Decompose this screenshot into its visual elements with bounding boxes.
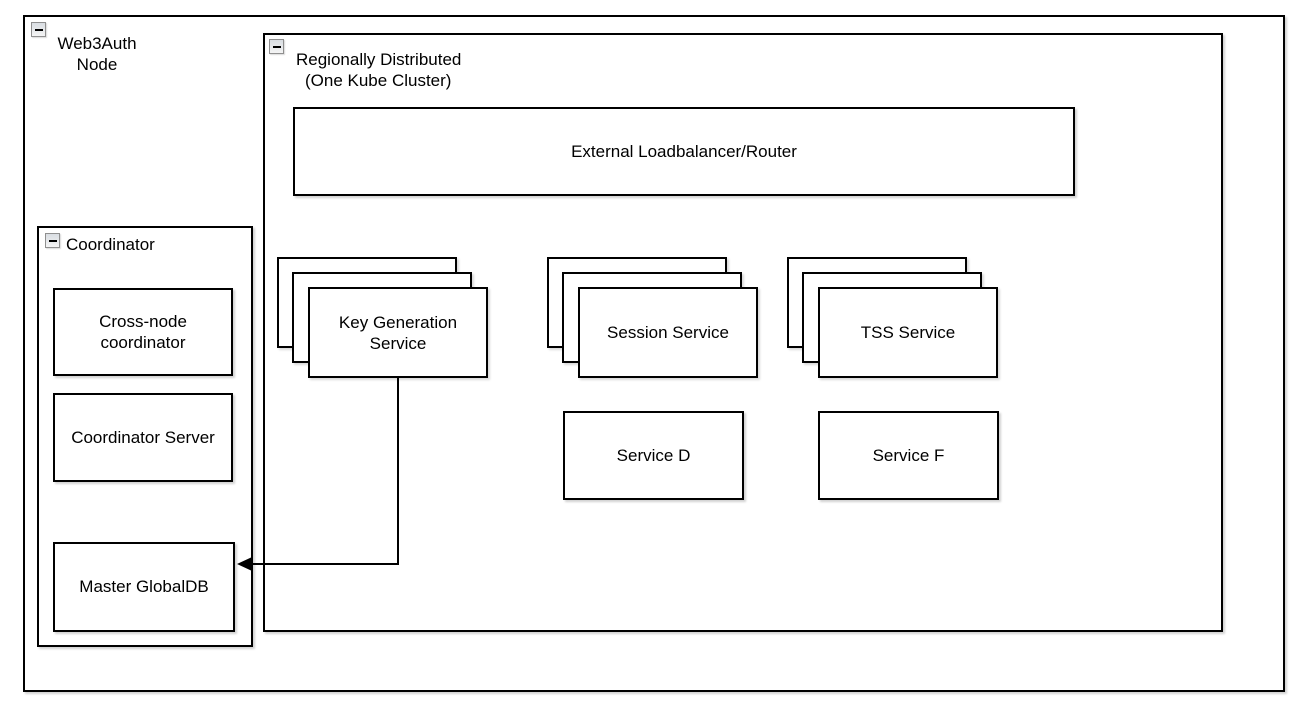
minus-icon xyxy=(34,28,43,31)
collapse-icon[interactable] xyxy=(31,22,46,37)
coordinator-server-box[interactable]: Coordinator Server xyxy=(53,393,233,482)
loadbalancer-label: External Loadbalancer/Router xyxy=(571,141,797,161)
minus-icon xyxy=(48,239,57,242)
master-globaldb-label: Master GlobalDB xyxy=(79,577,209,596)
master-globaldb-box[interactable]: Master GlobalDB xyxy=(53,542,235,632)
session-service-stack[interactable]: Session Service xyxy=(547,257,758,378)
service-d-label: Service D xyxy=(616,445,691,465)
key-generation-stack[interactable]: Key Generation Service xyxy=(277,257,488,378)
tss-service-label: TSS Service xyxy=(860,323,956,342)
stack-layer-front[interactable]: TSS Service xyxy=(818,287,998,378)
coordinator-server-label: Coordinator Server xyxy=(71,427,215,447)
collapse-icon[interactable] xyxy=(269,39,284,54)
cross-node-coordinator-box[interactable]: Cross-node coordinator xyxy=(53,288,233,376)
stack-layer-front[interactable]: Session Service xyxy=(578,287,758,378)
service-f-box[interactable]: Service F xyxy=(818,411,999,500)
service-f-label: Service F xyxy=(872,445,945,465)
session-service-label: Session Service xyxy=(607,323,729,342)
collapse-icon[interactable] xyxy=(45,233,60,248)
stack-layer-front[interactable]: Key Generation Service xyxy=(308,287,488,378)
web3auth-node-label: Web3Auth Node xyxy=(57,34,137,74)
coordinator-label: Coordinator xyxy=(66,235,155,254)
region-label: Regionally Distributed (One Kube Cluster… xyxy=(296,50,462,90)
key-generation-label: Key Generation Service xyxy=(338,312,458,353)
tss-service-stack[interactable]: TSS Service xyxy=(787,257,998,378)
loadbalancer-box[interactable]: External Loadbalancer/Router xyxy=(293,107,1075,196)
minus-icon xyxy=(272,45,281,48)
cross-node-coordinator-label: Cross-node coordinator xyxy=(99,312,187,352)
service-d-box[interactable]: Service D xyxy=(563,411,744,500)
